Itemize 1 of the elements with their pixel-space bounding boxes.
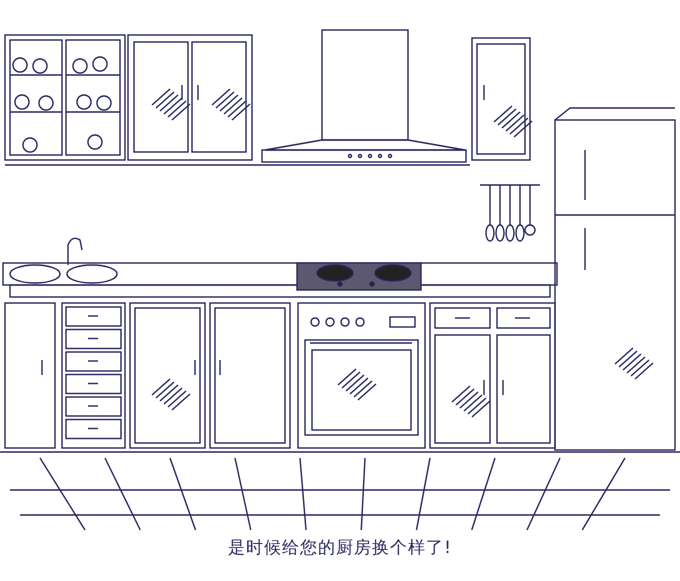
caption: 是时候给您的厨房换个样了! [228, 537, 452, 559]
